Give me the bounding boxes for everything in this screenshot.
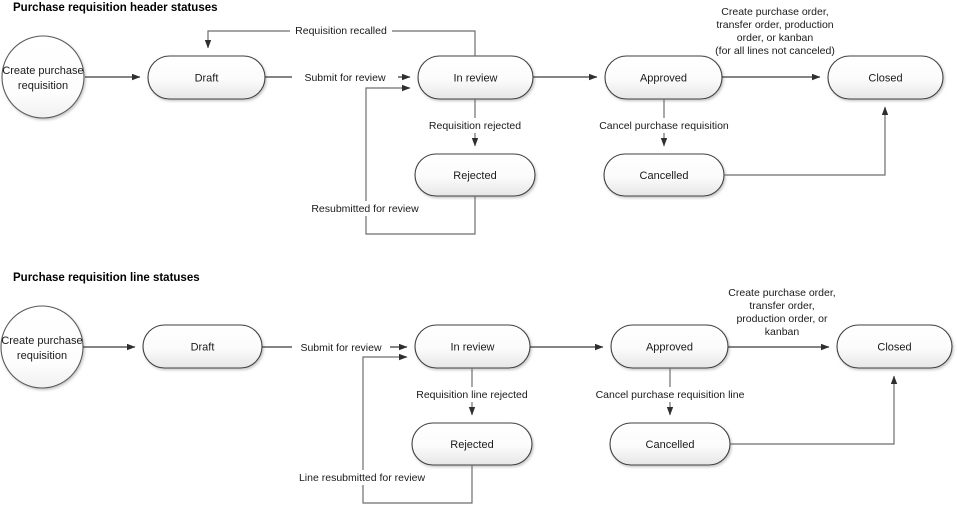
node-label-draft-line: Draft <box>191 342 215 354</box>
edge-label-closed-line3-header: order, or kanban <box>737 32 814 44</box>
node-label-approved: Approved <box>640 73 687 85</box>
label-backdrop-cancel-line <box>592 387 748 402</box>
label-backdrop-submit-header <box>292 69 398 85</box>
edge-label-requisition-line-rejected: Requisition line rejected <box>416 389 528 401</box>
node-label-in-review: In review <box>453 73 497 85</box>
node-label-rejected: Rejected <box>453 170 496 182</box>
edge-label-cancel-purchase-requisition-line: Cancel purchase requisition line <box>596 389 745 401</box>
node-label-approved-line: Approved <box>646 342 693 354</box>
edge-label-closed-line4-line: kanban <box>765 326 800 338</box>
label-backdrop-submit-line <box>292 339 390 355</box>
header-diagram-title: Purchase requisition header statuses <box>13 2 218 14</box>
node-cancelled-header[interactable]: Cancelled <box>603 153 725 197</box>
node-draft-line[interactable]: Draft <box>142 324 263 369</box>
node-label-start-line1-line: Create purchase <box>1 335 82 347</box>
edge-label-line-resubmitted-for-review: Line resubmitted for review <box>299 472 425 484</box>
node-in-review-line[interactable]: In review <box>414 324 531 369</box>
line-diagram-title: Purchase requisition line statuses <box>13 272 200 284</box>
node-cancelled-line[interactable]: Cancelled <box>609 422 731 466</box>
node-label-cancelled-line: Cancelled <box>646 439 695 451</box>
node-draft-header[interactable]: Draft <box>147 55 266 100</box>
edge-cancelled-to-closed-line <box>730 375 898 445</box>
node-closed-header[interactable]: Closed <box>827 55 944 100</box>
label-backdrop-req-rejected-header <box>424 118 528 133</box>
edge-label-submit-for-review-header: Submit for review <box>304 72 386 84</box>
edge-rejected-to-in-review-line <box>362 353 473 504</box>
node-closed-line[interactable]: Closed <box>836 324 953 369</box>
edge-cancelled-to-closed-header <box>724 106 889 176</box>
node-label-start-line2-line: requisition <box>17 350 67 362</box>
label-backdrop-line-resubmitted <box>295 470 429 485</box>
node-label-closed: Closed <box>868 73 902 85</box>
edge-label-submit-for-review-line: Submit for review <box>300 342 382 354</box>
edge-label-requisition-rejected-header: Requisition rejected <box>429 120 521 132</box>
label-backdrop-recalled-header <box>290 23 392 38</box>
node-label-draft: Draft <box>195 73 219 85</box>
node-label-in-review-line: In review <box>450 342 494 354</box>
edge-label-resubmitted-for-review-header: Resubmitted for review <box>311 203 419 215</box>
node-label-cancelled: Cancelled <box>640 170 689 182</box>
node-label-start-line1: Create purchase <box>2 65 83 77</box>
node-rejected-line[interactable]: Rejected <box>411 422 533 466</box>
edge-label-closed-line1-line: Create purchase order, <box>728 287 835 299</box>
edge-rejected-to-in-review-header <box>365 84 476 235</box>
node-approved-header[interactable]: Approved <box>604 55 723 100</box>
label-backdrop-line-rejected <box>411 387 533 402</box>
edge-label-cancel-purchase-requisition-header: Cancel purchase requisition <box>599 120 729 132</box>
node-create-purchase-requisition-line[interactable]: Create purchase requisition <box>0 305 84 389</box>
edge-label-closed-line1-header: Create purchase order, <box>721 6 828 18</box>
node-rejected-header[interactable]: Rejected <box>414 153 536 197</box>
edge-label-closed-line4-header: (for all lines not canceled) <box>715 45 835 57</box>
node-approved-line[interactable]: Approved <box>610 324 729 369</box>
node-label-rejected-line: Rejected <box>450 439 493 451</box>
edge-label-closed-line3-line: production order, or <box>736 313 828 325</box>
label-backdrop-cancel-header <box>596 118 732 133</box>
node-create-purchase-requisition-header[interactable]: Create purchase requisition <box>1 35 85 119</box>
edge-label-closed-line2-header: transfer order, production <box>716 19 833 31</box>
node-label-closed-line: Closed <box>877 342 911 354</box>
node-label-start-line2: requisition <box>18 80 68 92</box>
edge-label-requisition-recalled-header: Requisition recalled <box>295 25 387 37</box>
node-in-review-header[interactable]: In review <box>417 55 534 100</box>
edge-label-closed-line2-line: transfer order, <box>749 300 814 312</box>
label-backdrop-resubmitted-header <box>303 201 427 216</box>
